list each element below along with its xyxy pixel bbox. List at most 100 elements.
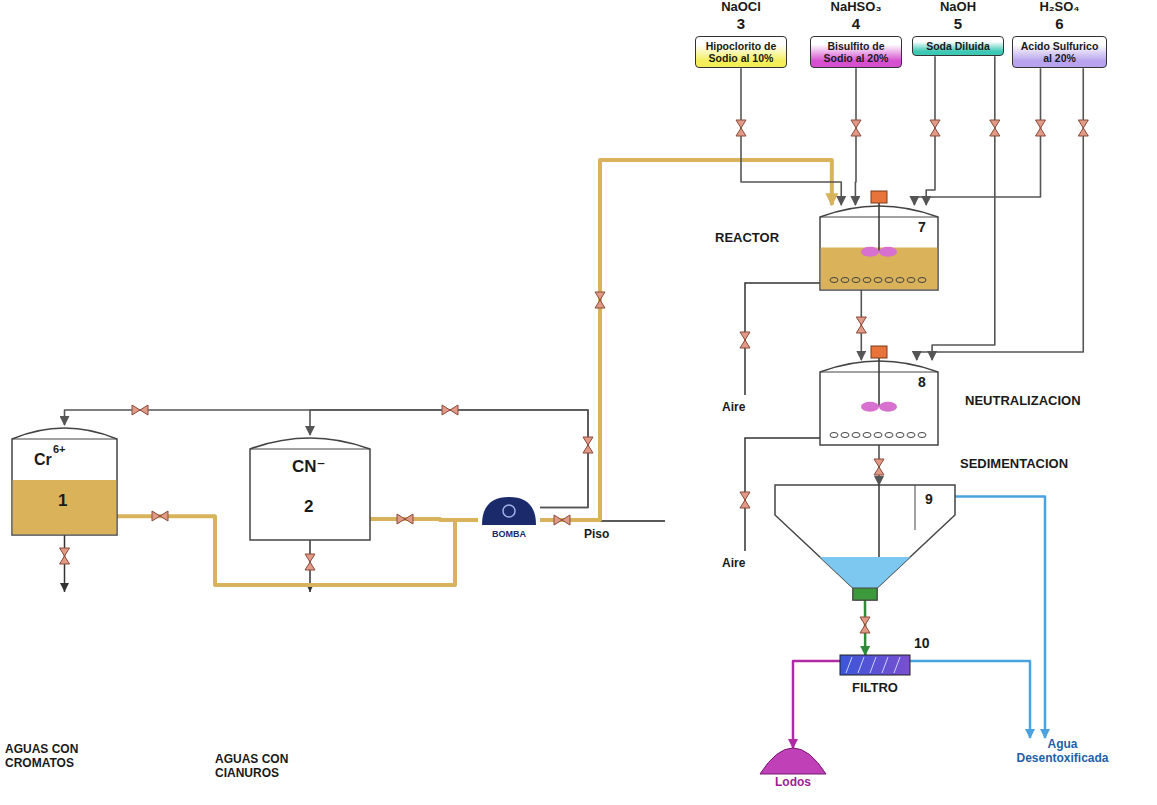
callout-number: 4 (810, 15, 902, 32)
pump-symbol (482, 497, 536, 525)
filter-plate (846, 657, 852, 673)
tank-body (12, 428, 117, 535)
feed-pipe (878, 485, 880, 557)
valve (132, 405, 148, 415)
pipe-connector (370, 519, 478, 520)
storage-tank: Cr6+ 1 (12, 425, 117, 535)
air-label: Aire (722, 400, 745, 414)
pipe-connector (540, 160, 832, 520)
pipe-connector (914, 68, 1040, 205)
filter-plate (882, 657, 888, 673)
callout-number: 10 (914, 635, 930, 651)
filter-plate (858, 657, 864, 673)
outlet-label: AGUAS CON CROMATOS (5, 742, 115, 771)
node-label: BOMBA (478, 529, 540, 539)
sludge-pile: Lodos (760, 748, 826, 774)
tank-rim (250, 449, 370, 450)
air-diffuser (874, 278, 882, 283)
node-label: CN⁻ (292, 457, 326, 477)
stirrer-motor (871, 346, 887, 358)
node-label: Lodos (760, 776, 826, 790)
air-diffuser (896, 278, 904, 283)
valve (851, 120, 861, 136)
reagent-label: Bisulfito de Sodio al 20% (810, 36, 902, 68)
callout-number: 5 (912, 15, 1004, 32)
tank-liquid (13, 480, 117, 534)
chemical-formula: H₂SO₄ (1012, 0, 1107, 15)
filter-plate (894, 657, 900, 673)
chemical-formula: NaHSO₃ (810, 0, 902, 15)
valve (305, 554, 315, 570)
node-label: Cr (34, 451, 52, 469)
valve (1078, 120, 1088, 136)
stirrer-motor (871, 191, 887, 203)
callout-number: 3 (695, 15, 787, 32)
pipe-connector (855, 68, 857, 205)
air-diffuser (885, 278, 893, 283)
air-diffuser (863, 278, 871, 283)
valve (736, 120, 746, 136)
outlet-label: AGUAS CON CIANUROS (215, 752, 333, 781)
valve (554, 515, 570, 525)
callout-number: 8 (918, 374, 926, 390)
callout-number: 7 (918, 219, 926, 235)
reagent-tank: NaOCl3Hipoclorito de Sodio al 10% (695, 0, 787, 68)
valve (740, 332, 750, 348)
valve (397, 514, 413, 524)
node-outline (760, 748, 826, 774)
air-diffuser (830, 433, 838, 438)
valve (874, 459, 884, 475)
reagent-tank: NaOH5Soda Diluida (912, 0, 1004, 56)
valve (595, 292, 605, 308)
storage-tank: CN⁻ 2 (250, 435, 370, 540)
valve (152, 511, 168, 521)
reagent-label: Soda Diluida (912, 36, 1004, 56)
settler-sludge (853, 588, 877, 600)
node-label: Agua Desentoxificada (1000, 738, 1125, 766)
air-diffuser (841, 278, 849, 283)
air-diffuser (852, 433, 860, 438)
filter-press: 10FILTRO (840, 655, 910, 675)
node-label: FILTRO (840, 681, 910, 696)
stirrer-blade (879, 402, 897, 412)
stirrer-blade (879, 247, 897, 257)
air-label: Aire (722, 556, 745, 570)
valve (740, 492, 750, 508)
stirrer-blade (861, 247, 879, 257)
pipe-connector (793, 661, 840, 748)
pipe-connector (955, 497, 1045, 739)
pipe-connector (917, 68, 1083, 360)
air-diffuser (885, 433, 893, 438)
node-outline (820, 205, 938, 290)
air-diffuser (863, 433, 871, 438)
valve (442, 405, 458, 415)
reaction-vessel: NEUTRALIZACION8 (820, 360, 938, 445)
callout-number: 1 (58, 491, 67, 511)
vessel-liquid (821, 248, 938, 290)
settler-body (775, 485, 955, 600)
node-outline (820, 360, 938, 445)
air-diffuser (874, 433, 882, 438)
reagent-tank: NaHSO₃4Bisulfito de Sodio al 20% (810, 0, 902, 68)
chemical-formula: NaOCl (695, 0, 787, 15)
callout-number: 6 (1012, 15, 1107, 32)
filter-plate (870, 657, 876, 673)
node-outline (12, 425, 117, 535)
valve (930, 120, 940, 136)
stirrer-blade (861, 402, 879, 412)
air-diffuser (918, 433, 926, 438)
settling-tank: SEDIMENTACION9 (775, 485, 955, 600)
air-diffuser (852, 278, 860, 283)
tank-rim (12, 439, 117, 440)
node-label: 6+ (53, 443, 66, 456)
valve (856, 317, 866, 333)
node-label: REACTOR (715, 231, 779, 246)
air-line (745, 283, 820, 395)
node-label: NEUTRALIZACION (965, 394, 1081, 409)
air-diffuser (907, 278, 915, 283)
air-diffuser (896, 433, 904, 438)
callout-number: 2 (304, 497, 313, 517)
reagent-tank: H₂SO₄6Acido Sulfurico al 20% (1012, 0, 1107, 68)
reaction-vessel: REACTOR7 (820, 205, 938, 290)
